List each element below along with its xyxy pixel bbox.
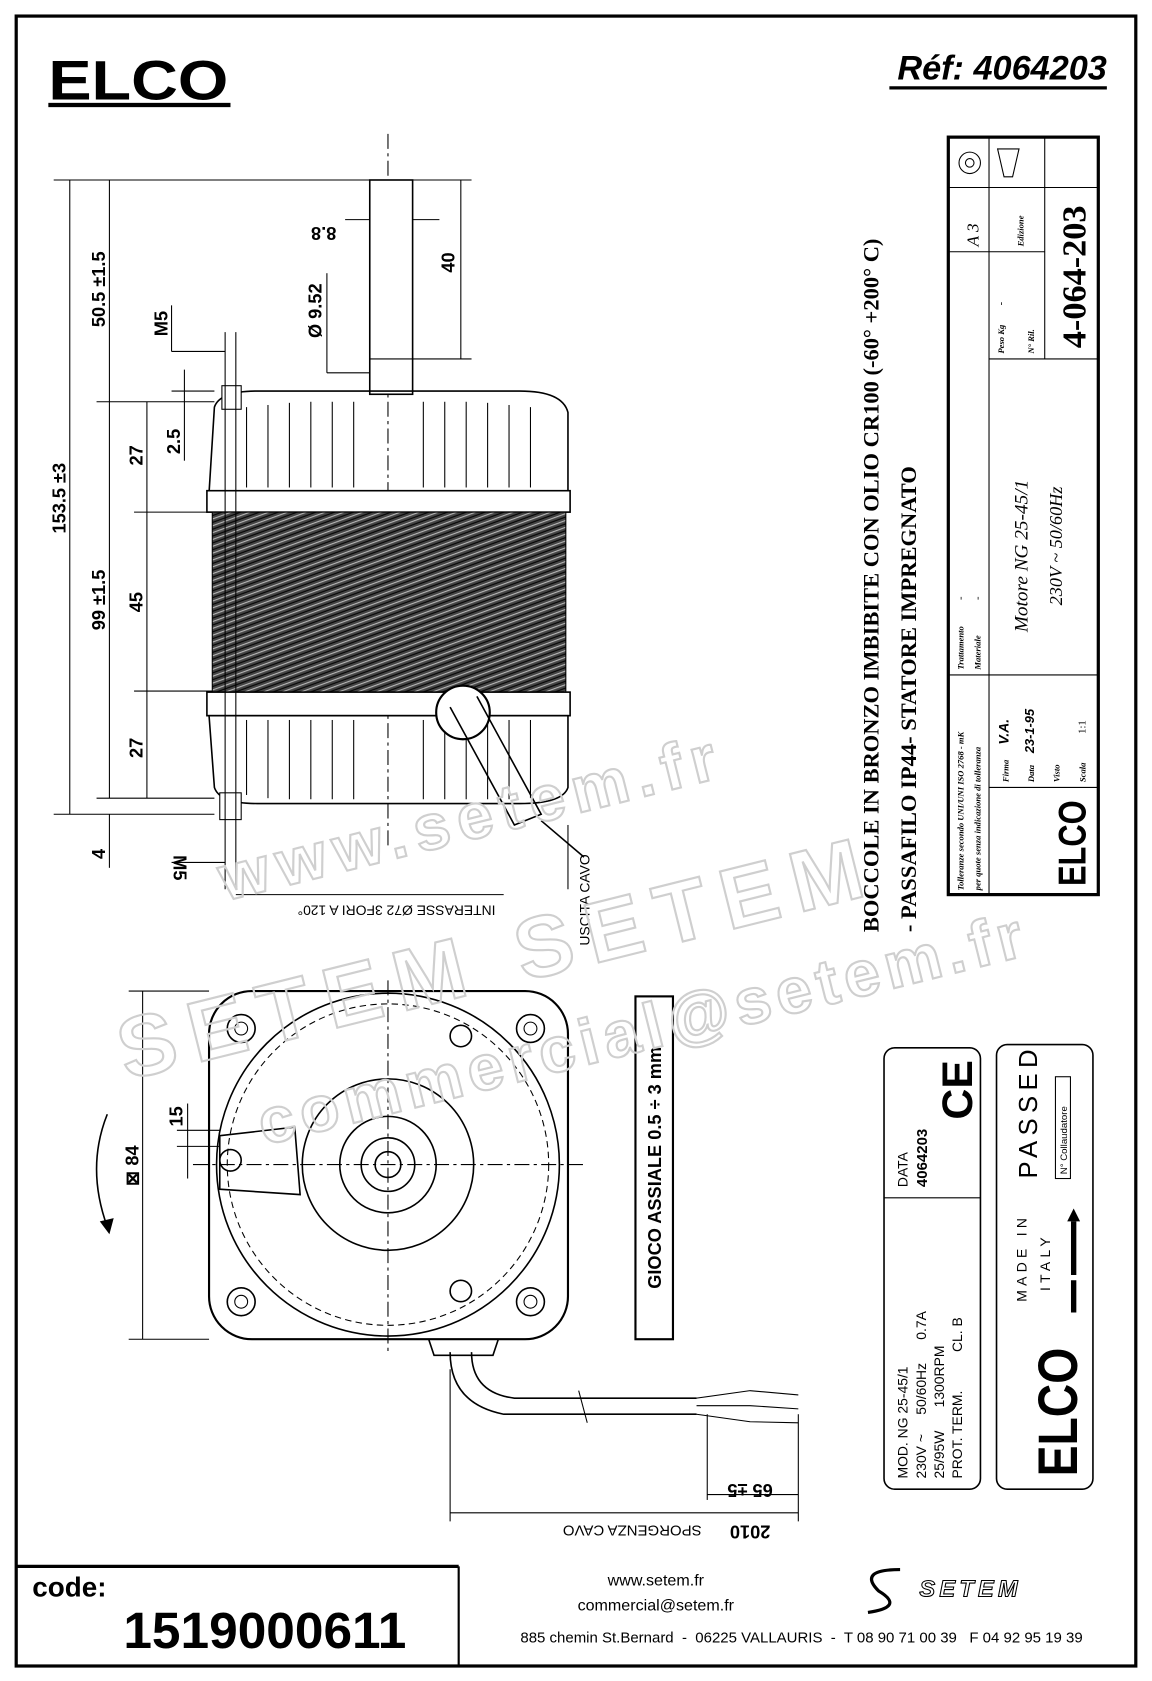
nameplate-power: 25/95W 1300RPM bbox=[931, 1346, 947, 1479]
country-text: ITALY bbox=[1037, 1233, 1053, 1291]
motor-side-view bbox=[206, 133, 585, 858]
dim-foot: 4 bbox=[89, 848, 109, 859]
axial-play-box: GIOCO ASSIALE 0.5 ÷ 3 mm bbox=[634, 995, 675, 1341]
inspector-label: N° Collaudatore bbox=[1059, 1106, 1070, 1174]
title-description: Motore NG 25-45/1 bbox=[1012, 480, 1033, 633]
projection-symbol-icon bbox=[958, 148, 1020, 178]
dim-stator: 45 bbox=[127, 592, 147, 612]
dim-bracket: 15 bbox=[166, 1106, 186, 1126]
trattamento-value: - bbox=[954, 596, 966, 600]
nameplate-data-label: DATA bbox=[895, 1151, 911, 1187]
nameplate: MOD. NG 25-45/1 230V ~ 50/60Hz 0.7A 25/9… bbox=[883, 1047, 982, 1491]
code-value: 1519000611 bbox=[123, 1601, 406, 1659]
dim-overall-height: 153.5 ±3 bbox=[49, 463, 69, 534]
dim-cable-length: 2010 bbox=[730, 1522, 771, 1542]
dim-square: ⊠ 84 bbox=[122, 1145, 142, 1186]
cable-exit-label: USCITA CAVO bbox=[576, 854, 592, 946]
cable bbox=[449, 1352, 697, 1416]
dim-shaft-flat-length: 40 bbox=[438, 252, 458, 272]
dim-shaft-flat: 8.8 bbox=[311, 223, 336, 243]
dim-shaft-diameter: Ø 9.52 bbox=[306, 283, 326, 338]
svg-text:ELCO: ELCO bbox=[48, 50, 228, 112]
shaft bbox=[368, 179, 414, 396]
trattamento-label: Trattamento bbox=[955, 626, 965, 669]
reference-number: Réf: 4064203 bbox=[897, 49, 1107, 87]
title-block-logo: ELCO bbox=[1051, 800, 1094, 886]
dim-top-bell: 27 bbox=[127, 445, 147, 465]
tolerance-note: Tolleranze secondo UNI/UNI ISO 2768 - mK bbox=[955, 730, 965, 890]
motor-front-view bbox=[95, 980, 799, 1522]
made-in-text: MADE IN bbox=[1014, 1214, 1030, 1302]
materiale-label: Materiale bbox=[972, 635, 982, 670]
test-label: ELCO MADE IN ITALY PASSED N° Collaudator… bbox=[995, 1043, 1094, 1491]
materiale-value: - bbox=[971, 596, 983, 600]
firma-label: Firma bbox=[1000, 759, 1010, 783]
nameplate-protection: PROT. TERM. CL. B bbox=[949, 1317, 965, 1478]
peso-value: - bbox=[995, 301, 1007, 305]
dim-offset: 2.5 bbox=[164, 429, 184, 454]
footer-website[interactable]: www.setem.fr bbox=[607, 1572, 705, 1590]
peso-label: Peso Kg bbox=[996, 324, 1006, 353]
mounting-note: INTERASSE Ø72 3FORI A 120° bbox=[298, 902, 496, 918]
nameplate-data-value: 4064203 bbox=[914, 1129, 931, 1187]
setem-logo: SETEM bbox=[867, 1567, 1022, 1615]
side-dimension-lines bbox=[53, 179, 569, 896]
axial-play-text: GIOCO ASSIALE 0.5 ÷ 3 mm bbox=[645, 1047, 665, 1289]
scala-value: 1:1 bbox=[1076, 720, 1088, 734]
cable-gland bbox=[435, 684, 491, 741]
cable-length-label: SPORGENZA CAVO bbox=[563, 1522, 702, 1539]
sheet-format: A 3 bbox=[963, 223, 982, 247]
ril-label: N° Ril. bbox=[1026, 329, 1036, 354]
title-block: Tolleranze secondo UNI/UNI ISO 2768 - mK… bbox=[946, 135, 1100, 897]
test-label-logo: ELCO bbox=[1027, 1348, 1089, 1477]
ce-mark-icon: CE bbox=[934, 1060, 982, 1120]
rotation-arrow-icon bbox=[95, 1113, 109, 1228]
dim-thread-top: M5 bbox=[151, 311, 171, 336]
dim-cable-protrusion: 65 ±5 bbox=[727, 1480, 772, 1500]
tolerance-note-2: per quote senza indicazione di tolleranz… bbox=[972, 746, 982, 891]
stator-winding bbox=[211, 511, 567, 693]
scala-label: Scala bbox=[1077, 762, 1087, 782]
svg-text:SETEM: SETEM bbox=[919, 1575, 1022, 1601]
passed-status: PASSED bbox=[1015, 1044, 1043, 1179]
elco-logo: ELCO bbox=[48, 50, 231, 112]
footer-address: 885 chemin St.Bernard - 06225 VALLAURIS … bbox=[520, 1629, 1082, 1646]
dim-thread-bottom: M5 bbox=[170, 855, 190, 880]
title-rating: 230V ~ 50/60Hz bbox=[1046, 487, 1066, 606]
code-label: code: bbox=[32, 1571, 106, 1602]
note-protection: - PASSAFILO IP44- STATORE IMPREGNATO bbox=[896, 466, 921, 932]
dim-body-height: 99 ±1.5 bbox=[89, 570, 109, 631]
nameplate-voltage: 230V ~ 50/60Hz 0.7A bbox=[913, 1310, 929, 1478]
drawing-number: 4-064-203 bbox=[1055, 205, 1093, 348]
edizione-label: Edizione bbox=[1015, 215, 1025, 247]
data-label: Data bbox=[1026, 764, 1036, 783]
dim-bottom-bell: 27 bbox=[127, 738, 147, 758]
note-bushings: BOCCOLE IN BRONZO IMBIBITE CON OLIO CR10… bbox=[859, 239, 884, 933]
dim-shaft-length: 50.5 ±1.5 bbox=[89, 251, 109, 327]
page-border bbox=[14, 14, 1138, 1668]
firma-value: V.A. bbox=[995, 719, 1011, 745]
visto-label: Visto bbox=[1052, 764, 1062, 782]
footer-email[interactable]: commercial@setem.fr bbox=[578, 1596, 735, 1614]
data-value: 23-1-95 bbox=[1022, 708, 1037, 754]
nameplate-model: MOD. NG 25-45/1 bbox=[895, 1366, 911, 1478]
